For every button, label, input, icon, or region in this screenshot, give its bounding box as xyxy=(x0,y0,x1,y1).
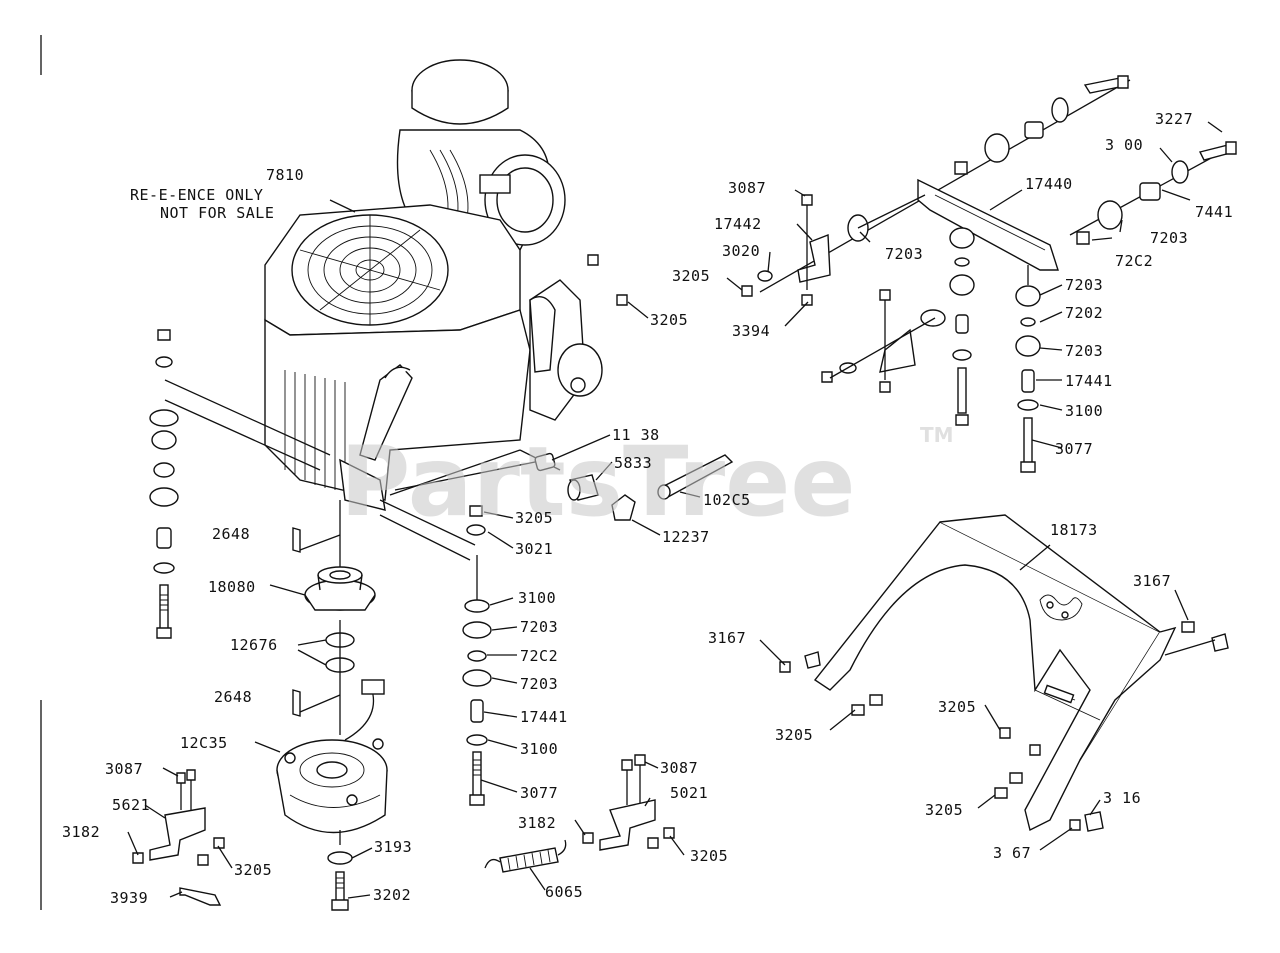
part-labels: 3227 3 00 7441 17440 3087 17442 3020 320… xyxy=(62,110,1233,907)
fuel-fittings xyxy=(394,452,734,536)
label-3167-left: 3167 xyxy=(708,629,746,647)
label-10205: 102C5 xyxy=(703,491,751,509)
label-7202-center: 72C2 xyxy=(520,647,558,665)
deck-guide-lines xyxy=(164,379,561,561)
label-3939: 3939 xyxy=(110,889,148,907)
label-7203-stack-1: 7203 xyxy=(1065,276,1103,294)
center-mount-stack xyxy=(462,555,492,806)
label-3182-left: 3182 xyxy=(62,823,100,841)
watermark-text: PartsTree xyxy=(340,426,855,538)
label-3205-engine: 3205 xyxy=(650,311,688,329)
label-5833: 5833 xyxy=(614,454,652,472)
label-3167-right: 3167 xyxy=(1133,572,1171,590)
label-17441-top: 17441 xyxy=(1065,372,1113,390)
label-12676: 12676 xyxy=(230,636,278,654)
label-3205-frame-mid: 3205 xyxy=(938,698,976,716)
label-3202: 3202 xyxy=(373,886,411,904)
note-line-2: NOT FOR SALE xyxy=(160,204,274,222)
spring-6065 xyxy=(484,839,567,873)
label-3205-frame-left: 3205 xyxy=(775,726,813,744)
label-7203-center-1: 7203 xyxy=(520,618,558,636)
right-bracket-assembly xyxy=(582,754,675,851)
label-3394: 3394 xyxy=(732,322,770,340)
engine-assembly xyxy=(264,59,628,511)
label-3100-right: 3100 xyxy=(1065,402,1103,420)
label-3193: 3193 xyxy=(374,838,412,856)
engine-frame-18173 xyxy=(779,514,1229,832)
label-3100-center-1: 3100 xyxy=(518,589,556,607)
label-7203-stack-2: 7203 xyxy=(1065,342,1103,360)
label-3087-right: 3087 xyxy=(660,759,698,777)
label-5621: 5621 xyxy=(112,796,150,814)
label-17440: 17440 xyxy=(1025,175,1073,193)
label-3182-right: 3182 xyxy=(518,814,556,832)
label-3167-bottom: 3 67 xyxy=(993,844,1031,862)
label-17442: 17442 xyxy=(714,215,762,233)
label-2648-bottom: 2648 xyxy=(214,688,252,706)
label-7202-bar: 72C2 xyxy=(1115,252,1153,270)
label-3116: 3 16 xyxy=(1103,789,1141,807)
label-2648-top: 2648 xyxy=(212,525,250,543)
label-7203-bar: 7203 xyxy=(885,245,923,263)
label-5021: 5021 xyxy=(670,784,708,802)
label-7202-stack: 7202 xyxy=(1065,304,1103,322)
label-7441: 7441 xyxy=(1195,203,1233,221)
upper-right-mount-assembly xyxy=(741,75,1237,473)
label-3205-fuel: 3205 xyxy=(515,509,553,527)
label-3205-right-bracket: 3205 xyxy=(690,847,728,865)
left-bracket-assembly xyxy=(132,769,225,906)
label-18173: 18173 xyxy=(1050,521,1098,539)
label-3205-frame-bottom: 3205 xyxy=(925,801,963,819)
label-3077-top: 3077 xyxy=(1055,440,1093,458)
leader-lines xyxy=(127,121,1223,899)
label-3227: 3227 xyxy=(1155,110,1193,128)
note-part-7810: 7810 xyxy=(266,166,304,184)
label-7203-right: 7203 xyxy=(1150,229,1188,247)
label-18080: 18080 xyxy=(208,578,256,596)
label-17441-center: 17441 xyxy=(520,708,568,726)
pulley-clutch-assembly xyxy=(276,500,388,911)
left-mount-stack xyxy=(149,329,179,639)
label-3205-left-bracket: 3205 xyxy=(234,861,272,879)
label-12237: 12237 xyxy=(662,528,710,546)
label-3205-top: 3205 xyxy=(672,267,710,285)
label-7203-center-2: 7203 xyxy=(520,675,558,693)
label-3020: 3020 xyxy=(722,242,760,260)
label-3087-top: 3087 xyxy=(728,179,766,197)
label-3021: 3021 xyxy=(515,540,553,558)
label-3100-center-2: 3100 xyxy=(520,740,558,758)
label-1138: 11 38 xyxy=(612,426,660,444)
label-3077-center: 3077 xyxy=(520,784,558,802)
label-3100-top: 3 00 xyxy=(1105,136,1143,154)
watermark-trademark: TM xyxy=(920,423,954,447)
label-3087-left: 3087 xyxy=(105,760,143,778)
label-6065: 6065 xyxy=(545,883,583,901)
label-12035: 12C35 xyxy=(180,734,228,752)
note-line-1: RE-E-ENCE ONLY xyxy=(130,186,263,204)
